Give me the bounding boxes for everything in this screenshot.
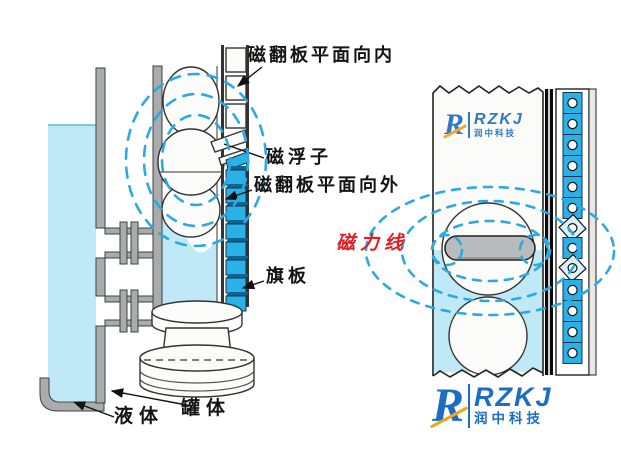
leader-tank-body	[110, 388, 193, 407]
rzkj-logo-watermark: R RZKJ 润中科技	[442, 110, 524, 140]
flaps-facing-outward	[225, 166, 249, 312]
label-flag-plate: 旗板	[266, 266, 310, 286]
upper-connection-pipe	[104, 221, 154, 265]
logo-company-text: 润中科技	[474, 127, 517, 138]
detail-float-lower-ball	[448, 296, 528, 376]
logo-company-text: 润中科技	[474, 411, 545, 427]
label-tank-body: 罐体	[181, 398, 232, 419]
logo-divider	[468, 112, 471, 138]
detail-magnet	[444, 235, 536, 261]
label-flap-facing-inward: 磁翻板平面向内	[248, 45, 395, 65]
logo-divider	[468, 384, 471, 428]
logo-brand-text: RZKJ	[474, 110, 524, 128]
detail-channel-side	[588, 88, 597, 376]
flaps-facing-inward	[225, 47, 247, 129]
tank-bottom-wall	[39, 377, 105, 412]
logo-text: RZKJ 润中科技	[474, 110, 524, 138]
magnetic-float	[157, 66, 225, 238]
rzkj-logo-bottom: R RZKJ 润中科技	[429, 382, 553, 430]
magnetic-strip-highlight	[548, 89, 550, 375]
flap-rail-left	[221, 45, 224, 307]
label-magnetic-field-lines: 磁力线	[336, 233, 409, 254]
tank-right-wall-top	[95, 67, 106, 229]
leader-liquid	[72, 401, 115, 418]
lower-connection-pipe	[104, 289, 154, 333]
detail-flaps	[558, 92, 587, 364]
label-magnetic-float: 磁浮子	[266, 147, 332, 167]
label-liquid: 液体	[114, 406, 165, 427]
logo-text: RZKJ 润中科技	[474, 384, 553, 427]
leader-flag-plate	[241, 279, 265, 290]
detail-bottom-wave	[432, 367, 544, 378]
tank-section	[39, 67, 154, 412]
gauge-tube-left-wall	[152, 65, 163, 313]
tank-right-wall-mid	[95, 257, 106, 297]
label-flap-facing-outward: 磁翻板平面向外	[254, 175, 401, 195]
rzkj-logo-mark: R	[429, 382, 469, 430]
gauge-section	[139, 45, 255, 398]
gauge-base	[139, 300, 255, 398]
detail-tube-outline	[432, 84, 544, 376]
tank-right-wall-bottom	[95, 325, 106, 404]
rzkj-logo-mark: R	[442, 110, 467, 140]
logo-brand-text: RZKJ	[474, 382, 553, 413]
tank-liquid	[48, 125, 96, 401]
